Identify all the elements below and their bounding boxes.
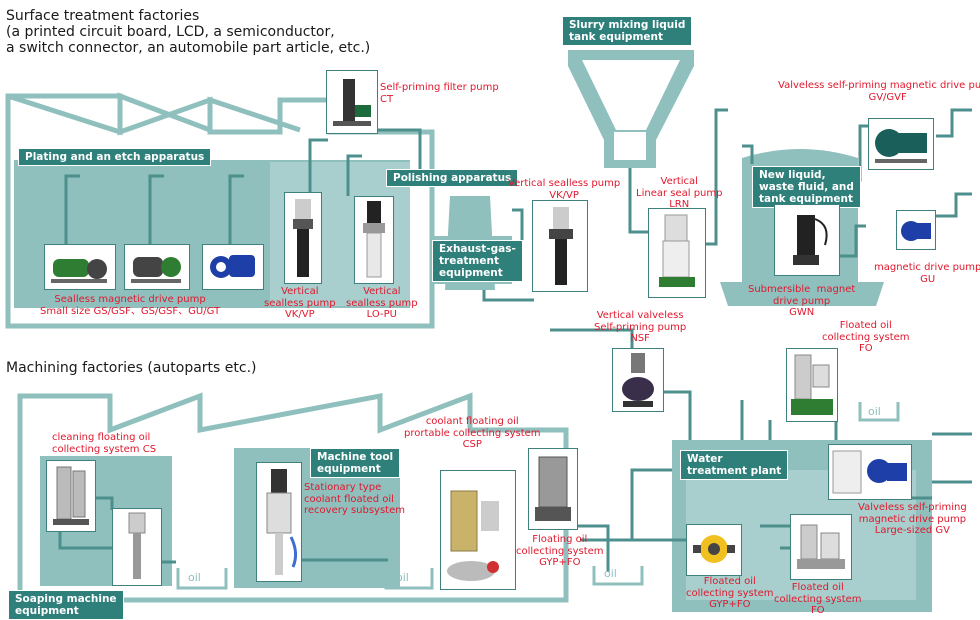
fo-low-label: Floated oil collecting system FO xyxy=(774,582,862,616)
pipe xyxy=(840,224,866,258)
pipe xyxy=(628,168,648,234)
cs-label: cleaning floating oil collecting system … xyxy=(52,432,157,455)
gs-gsf-pump-image xyxy=(44,244,116,290)
nsf-pump-image xyxy=(612,348,664,412)
cs-system-image xyxy=(46,460,96,532)
new-liquid-tank-tag: New liquid, waste fluid, and tank equipm… xyxy=(752,166,861,209)
pipe xyxy=(58,530,114,550)
surface-factory-heading: Surface treatment factories (a printed c… xyxy=(6,8,371,57)
oil-label: oil xyxy=(396,571,409,584)
vk-vp-mid-pump-image xyxy=(532,200,588,292)
pipe xyxy=(482,290,534,302)
machine-tool-tag: Machine tool equipment xyxy=(310,448,401,479)
oil-tray xyxy=(176,568,228,590)
pipe xyxy=(550,328,634,356)
pipe xyxy=(742,144,754,164)
machining-factory-heading: Machining factories (autoparts etc.) xyxy=(6,360,257,376)
pipes xyxy=(58,108,972,572)
pipe xyxy=(346,154,362,196)
pipe xyxy=(64,174,80,246)
gu-gt-pump-image xyxy=(202,244,264,290)
slurry-mixing-tag: Slurry mixing liquid tank equipment xyxy=(562,16,693,47)
gyp-fo-low-label: Floated oil collecting system GYP+FO xyxy=(686,576,774,610)
gu-label: magnetic drive pump GU xyxy=(874,262,980,285)
polishing-apparatus-tag: Polishing apparatus xyxy=(386,169,519,188)
csp-system-image xyxy=(440,470,516,590)
cs-system-image-2 xyxy=(112,508,162,586)
gwn-label: Submersible magnet drive pump GWN xyxy=(748,284,856,318)
fo-top-system-image xyxy=(786,348,838,422)
pipe xyxy=(148,174,164,246)
water-treatment-tag: Water treatment plant xyxy=(680,450,789,481)
gv-gvf-label: Valveless self-priming magnetic drive pu… xyxy=(778,80,980,103)
pipe xyxy=(936,108,972,138)
lrn-label: Vertical Linear seal pump LRN xyxy=(636,176,723,210)
oil-label: oil xyxy=(604,567,617,580)
slurry-funnel-inner xyxy=(582,60,680,130)
gyp-fo-low-system-image xyxy=(686,524,742,576)
gs-gsf-pump-image-2 xyxy=(124,244,190,290)
pipe xyxy=(372,128,422,176)
oil-tray xyxy=(384,568,434,590)
pipe xyxy=(308,138,328,196)
gyp-fo-mid-label: Floating oil collecting system GYP+FO xyxy=(516,534,604,568)
plating-apparatus-tag: Plating and an etch apparatus xyxy=(18,148,212,167)
surface-factory-roof xyxy=(7,92,301,136)
gyp-fo-mid-system-image xyxy=(528,448,578,530)
exhaust-gas-treatment-tag: Exhaust-gas- treatment equipment xyxy=(432,240,523,283)
fo-top-label: Floated oil collecting system FO xyxy=(822,320,910,354)
gv-large-label: Valveless self-priming magnetic drive pu… xyxy=(858,502,967,536)
gu-pump-image xyxy=(896,210,936,250)
fo-low-system-image xyxy=(790,514,852,580)
gv-gvf-pump-image xyxy=(868,118,934,170)
pipe xyxy=(660,390,692,440)
stationary-system-image xyxy=(256,462,302,582)
tank-base xyxy=(720,282,884,306)
vk-vp-left-label: Vertical sealless pump VK/VP xyxy=(264,286,336,320)
oil-label: oil xyxy=(868,405,881,418)
oil-label: oil xyxy=(188,571,201,584)
slurry-neck xyxy=(614,132,646,160)
sealless-magnetic-label: Sealless magnetic drive pump Small size … xyxy=(40,294,221,317)
vk-vp-mid-label: Vertical sealless pump VK/VP xyxy=(508,178,621,201)
pipe xyxy=(512,208,524,240)
stationary-label: Stationary type coolant floated oil reco… xyxy=(304,482,405,516)
gwn-pump-image xyxy=(774,204,840,276)
ct-pump-image xyxy=(326,70,378,134)
lo-pu-pump-image xyxy=(354,196,394,284)
pipe xyxy=(930,192,972,218)
pipe xyxy=(580,468,672,542)
pipe xyxy=(228,174,244,246)
lrn-pump-image xyxy=(648,208,706,298)
soaping-machine-tag: Soaping machine equipment xyxy=(8,590,124,620)
ct-label: Self-priming filter pump CT xyxy=(380,82,499,105)
lo-pu-label: Vertical sealless pump LO-PU xyxy=(346,286,418,320)
gv-large-pump-image xyxy=(828,444,912,500)
nsf-label: Vertical valveless Self-priming pump NSF xyxy=(594,310,687,344)
vk-vp-left-pump-image xyxy=(284,192,322,284)
pipe xyxy=(576,524,610,572)
machining-factory-outline xyxy=(17,392,569,603)
pipe xyxy=(706,108,728,246)
pipe xyxy=(92,496,114,510)
csp-label: coolant floating oil prortable collectin… xyxy=(404,416,541,450)
oil-tray xyxy=(592,566,644,586)
oil-tray xyxy=(858,402,900,422)
